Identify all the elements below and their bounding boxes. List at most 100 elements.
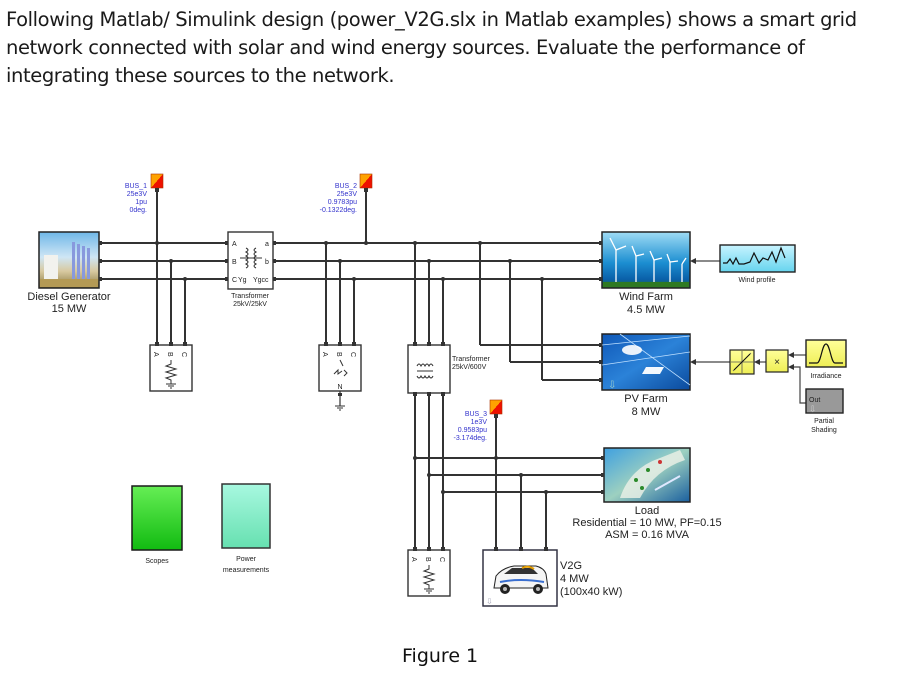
transformer-2-label: Transformer (452, 356, 491, 363)
bus-1-name: BUS_1 (125, 183, 147, 190)
pv-farm-rating: 8 MW (632, 406, 661, 418)
transformer-1-label: Transformer (231, 293, 270, 300)
question-text: Following Matlab/ Simulink design (power… (6, 6, 906, 90)
phase-c-label: C (438, 557, 445, 562)
power-measurements-label-2: measurements (223, 567, 270, 574)
mask-arrow-icon: ⇩ (809, 405, 817, 415)
phase-a-label: A (321, 352, 328, 357)
wires-generator-to-transformer (100, 192, 228, 345)
transformer-600v-block[interactable]: Transformer 25kV/600V (407, 342, 491, 396)
wires-low-voltage-bus (413, 395, 602, 550)
wind-profile-label: Wind profile (739, 277, 776, 284)
v2g-label: V2G (560, 560, 582, 572)
bus-1-pu: 1pu (135, 199, 147, 206)
diesel-generator-rating: 15 MW (52, 303, 87, 315)
bus-2-angle: -0.1322deg. (320, 207, 357, 214)
transformer-2-rating: 25kV/600V (452, 364, 487, 371)
wind-turbine-icon (609, 237, 687, 286)
v2g-block[interactable]: ⇩ V2G 4 MW (100x40 kW) (482, 547, 622, 607)
wind-farm-label: Wind Farm (619, 291, 673, 303)
irradiance-label: Irradiance (810, 373, 841, 380)
port-b2-label: b (265, 259, 269, 266)
bus-2-name: BUS_2 (335, 183, 357, 190)
port-c2-label: c (265, 277, 269, 284)
power-measurements-label-1: Power (236, 556, 257, 563)
neutral-label: N (337, 384, 342, 391)
saturation-block[interactable] (729, 349, 755, 375)
resistor-icon (164, 360, 178, 389)
port-a-label: A (232, 241, 237, 248)
electric-car-icon (493, 565, 549, 594)
wind-signal-icon (723, 246, 786, 266)
figure-caption: Figure 1 (402, 645, 479, 667)
transformer-coil-icon (240, 247, 262, 269)
phase-a-label: A (152, 352, 159, 357)
mask-arrow-icon: ⇩ (486, 597, 493, 606)
irradiance-block[interactable]: Irradiance (805, 339, 847, 380)
wind-profile-block[interactable]: Wind profile (719, 244, 796, 284)
bus-2-icon[interactable] (359, 173, 373, 189)
three-phase-load-1[interactable]: A B C (149, 342, 193, 392)
wind-farm-rating: 4.5 MW (627, 304, 666, 316)
port-c-label: C (232, 277, 237, 284)
bus-3-voltage: 1e3V (471, 419, 488, 426)
phase-b-label: B (166, 352, 173, 357)
bus-3-pu: 0.9583pu (458, 427, 487, 434)
bus-3-angle: -3.174deg. (454, 435, 488, 442)
phase-b-label: B (424, 557, 431, 562)
bus-2-marker[interactable]: BUS_2 25e3V 0.9783pu -0.1322deg. (320, 173, 373, 214)
resistor-icon (422, 565, 436, 594)
bus-3-icon[interactable] (489, 399, 503, 415)
product-block[interactable]: × (765, 349, 789, 373)
three-phase-fault-block[interactable]: A B C N (318, 342, 362, 411)
v2g-rating: 4 MW (560, 573, 589, 585)
transformer-coil-icon (416, 363, 434, 379)
question-line-1: Following Matlab/ Simulink design (power… (6, 8, 857, 31)
load-residential-rating: Residential = 10 MW, PF=0.15 (572, 517, 721, 529)
partial-shading-block[interactable]: Out ⇩ Partial Shading (805, 388, 844, 434)
bus-1-voltage: 25e3V (127, 191, 148, 198)
solar-panel-icon (601, 333, 691, 386)
bus-1-icon[interactable] (150, 173, 164, 189)
load-asm-rating: ASM = 0.16 MVA (605, 529, 690, 541)
pv-farm-label: PV Farm (624, 393, 667, 405)
load-label: Load (635, 505, 659, 517)
question-line-2: network connected with solar and wind en… (6, 36, 805, 59)
gaussian-pulse-icon (809, 343, 843, 364)
scopes-label: Scopes (145, 558, 169, 565)
winding-2-label: Ygc (253, 277, 266, 284)
transformer-1-rating: 25kV/25kV (233, 301, 267, 308)
power-measurements-subsystem[interactable]: Power measurements (221, 483, 271, 574)
partial-shading-label-2: Shading (811, 427, 837, 434)
port-a2-label: a (265, 241, 269, 248)
phase-b-label: B (335, 352, 342, 357)
phase-a-label: A (410, 557, 417, 562)
bus-1-angle: 0deg. (129, 207, 147, 214)
mask-arrow-icon: ⇩ (608, 380, 616, 391)
bus-2-pu: 0.9783pu (328, 199, 357, 206)
partial-shading-label-1: Partial (814, 418, 834, 425)
fault-lightning-icon (333, 359, 348, 377)
multiply-icon: × (774, 357, 780, 368)
power-plant-icon (40, 242, 98, 287)
phase-c-label: C (349, 352, 356, 357)
phase-c-label: C (180, 352, 187, 357)
wind-farm-block[interactable]: Wind Farm 4.5 MW (599, 231, 691, 316)
bus-1-marker[interactable]: BUS_1 25e3V 1pu 0deg. (125, 173, 164, 214)
diesel-generator-label: Diesel Generator (27, 291, 110, 303)
pv-farm-block[interactable]: ⇩ PV Farm 8 MW (599, 333, 691, 418)
bus-2-voltage: 25e3V (337, 191, 358, 198)
winding-1-label: Yg (238, 277, 247, 284)
question-line-3: integrating these sources to the network… (6, 64, 395, 87)
residential-load-block[interactable]: Load Residential = 10 MW, PF=0.15 ASM = … (572, 447, 722, 541)
bus-3-marker[interactable]: BUS_3 1e3V 0.9583pu -3.174deg. (454, 399, 503, 442)
scopes-subsystem[interactable]: Scopes (131, 485, 183, 565)
diesel-generator-block[interactable]: Diesel Generator 15 MW (27, 231, 111, 315)
v2g-config: (100x40 kW) (560, 586, 622, 598)
wires-transformer-to-farms (273, 192, 602, 381)
transformer-25kv-block[interactable]: A B C a b c Yg Ygc Transformer 25kV/25kV (225, 231, 276, 308)
out-port-label: Out (809, 397, 820, 404)
port-b-label: B (232, 259, 237, 266)
three-phase-load-2[interactable]: A B C (407, 547, 451, 597)
